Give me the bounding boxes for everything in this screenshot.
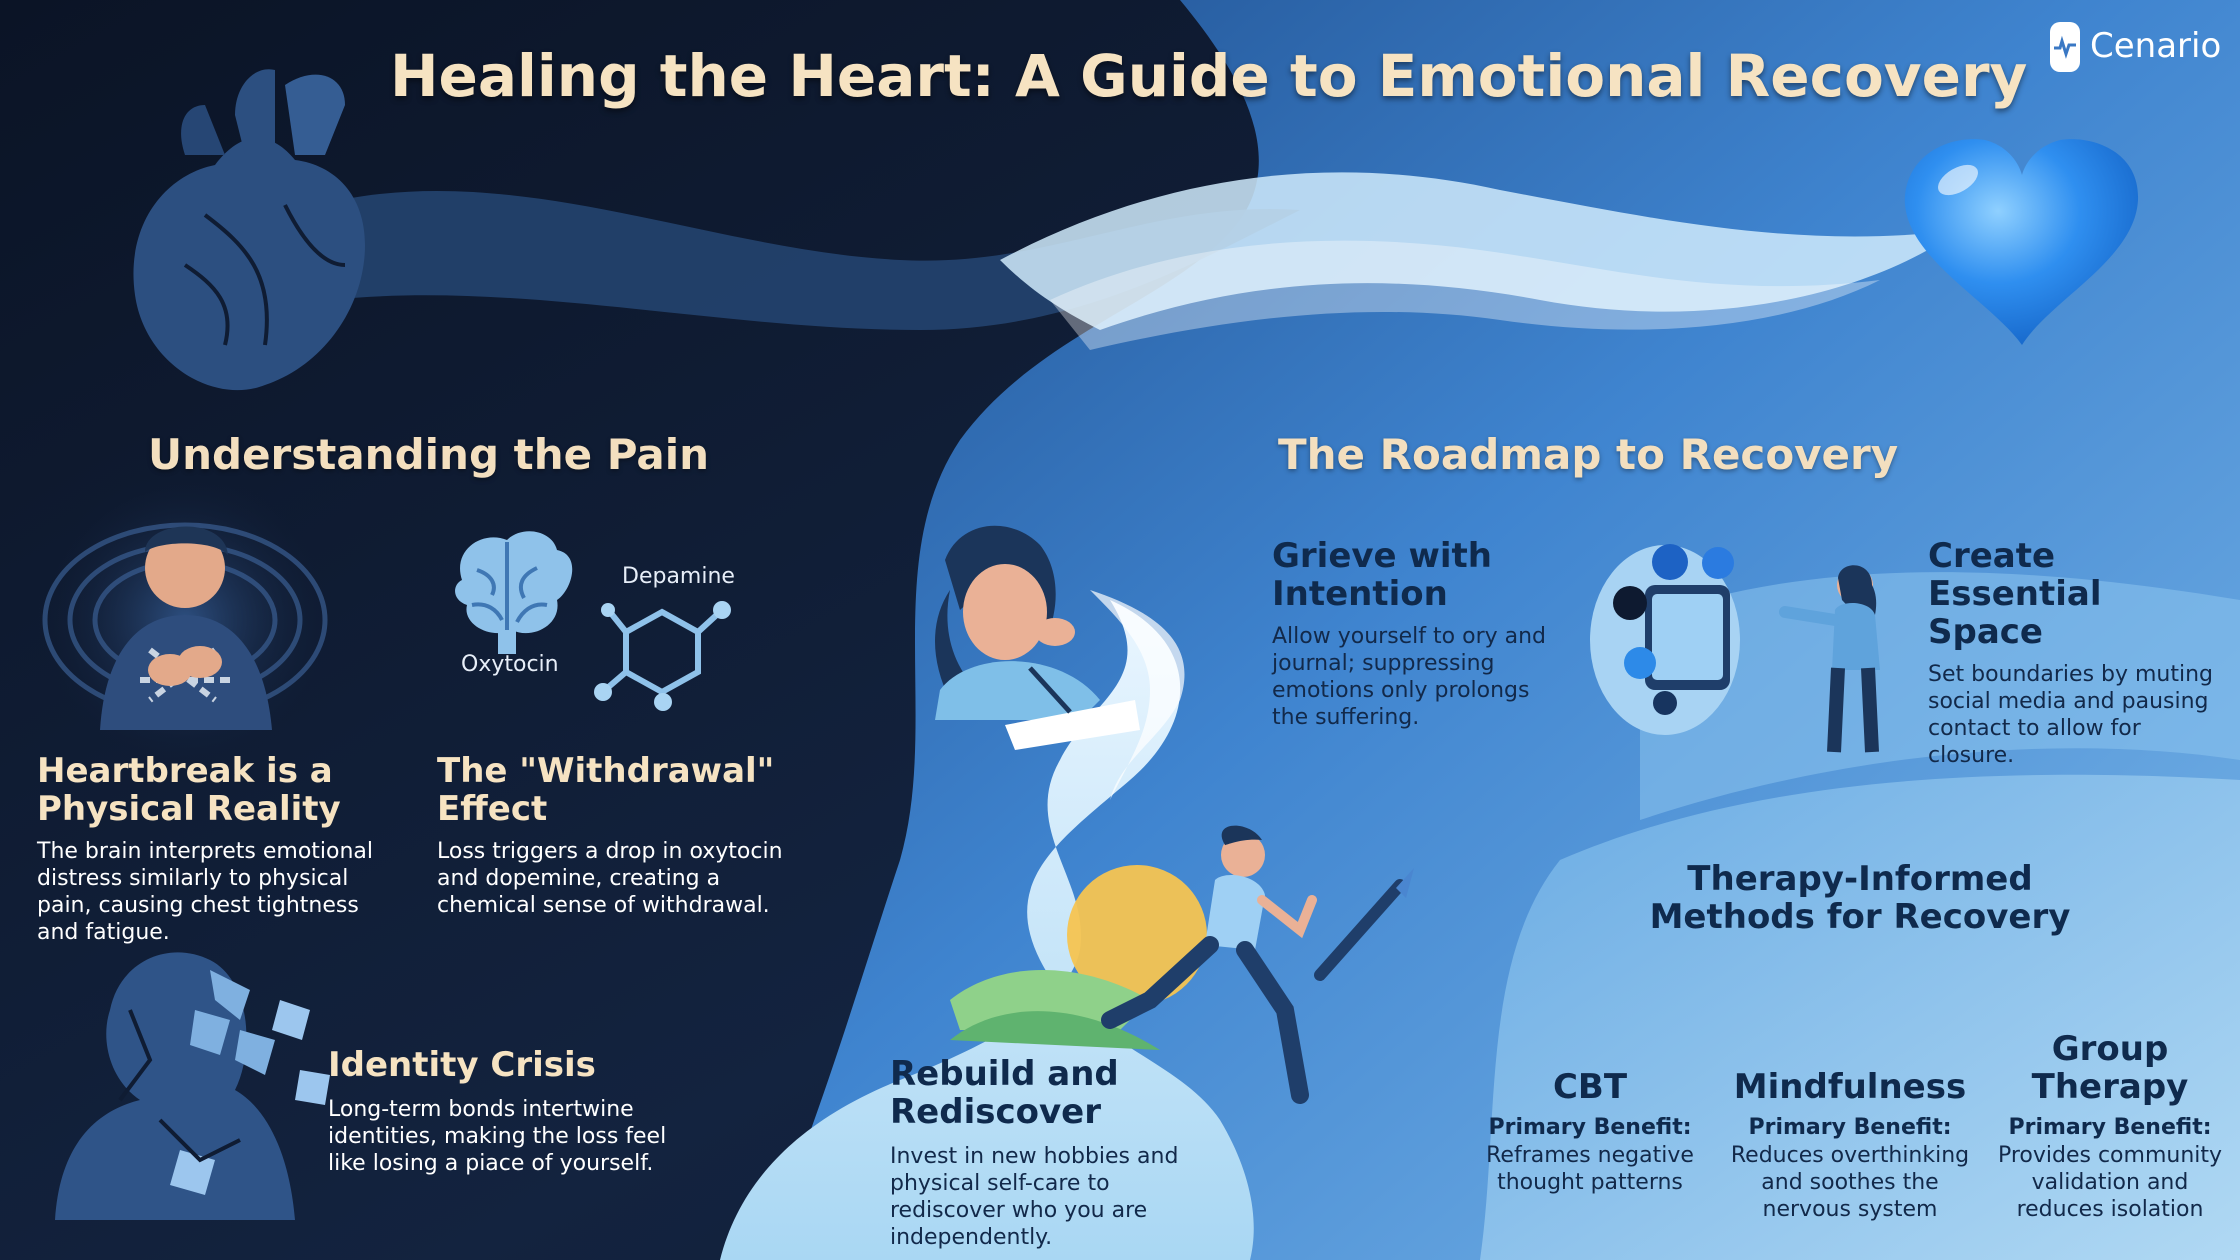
- pain-section-title: Understanding the Pain: [148, 430, 710, 479]
- method-benefit-label: Primary Benefit:: [2008, 1115, 2212, 1140]
- anatomical-heart-icon: [133, 69, 365, 391]
- rebuild-card: Rebuild and Rediscover Invest in new hob…: [890, 1055, 1230, 1251]
- heartbreak-card: Heartbreak is a Physical Reality The bra…: [37, 752, 377, 946]
- rebuild-body: Invest in new hobbies and physical self-…: [890, 1144, 1179, 1250]
- space-body: Set boundaries by muting social media an…: [1928, 662, 2214, 768]
- heartbeat-icon: [2050, 22, 2080, 72]
- method-benefit: Reframes negative thought patterns: [1486, 1143, 1694, 1195]
- fragmented-head-illustration: [55, 952, 330, 1220]
- grieve-body: Allow yourself to ory and journal; suppr…: [1272, 624, 1547, 730]
- space-title: Create Essential Space: [1928, 536, 2102, 652]
- therapy-method-mindfulness: Mindfulness Primary Benefit: Reduces ove…: [1725, 1030, 1975, 1223]
- method-name: Mindfulness: [1733, 1067, 1967, 1107]
- space-card: Create Essential Space Set boundaries by…: [1928, 537, 2218, 769]
- therapy-method-group: Group Therapy Primary Benefit: Provides …: [1990, 1030, 2230, 1223]
- grieve-title: Grieve with Intention: [1272, 536, 1492, 614]
- brand-logo[interactable]: Cenario: [2050, 22, 2230, 72]
- crying-woman-illustration: [935, 525, 1140, 750]
- identity-body: Long-term bonds intertwine identities, m…: [328, 1097, 667, 1176]
- method-benefit: Reduces overthinking and soothes the ner…: [1730, 1143, 1970, 1222]
- dopamine-label: Depamine: [622, 564, 735, 589]
- withdrawal-body: Loss triggers a drop in oxytocin and dop…: [437, 839, 783, 918]
- running-woman-illustration: [950, 825, 1414, 1104]
- roadmap-section-title: The Roadmap to Recovery: [1278, 430, 1899, 479]
- rebuild-title: Rebuild and Rediscover: [890, 1054, 1119, 1132]
- therapy-title: Therapy-Informed Methods for Recovery: [1649, 859, 2071, 937]
- oxytocin-label: Oxytocin: [461, 652, 559, 677]
- method-benefit-label: Primary Benefit:: [1488, 1115, 1692, 1140]
- identity-title: Identity Crisis: [328, 1045, 596, 1085]
- standing-woman-illustration: [1779, 565, 1880, 753]
- withdrawal-card: The "Withdrawal" Effect Loss triggers a …: [437, 752, 787, 919]
- brain-illustration: [455, 531, 573, 654]
- method-name: CBT: [1552, 1067, 1628, 1107]
- identity-card: Identity Crisis Long-term bonds intertwi…: [328, 1046, 678, 1177]
- method-benefit: Provides community validation and reduce…: [1997, 1143, 2223, 1222]
- social-media-cluster-illustration: [1590, 544, 1740, 735]
- method-name: Group Therapy: [2031, 1029, 2189, 1107]
- withdrawal-title: The "Withdrawal" Effect: [437, 751, 775, 829]
- heartbreak-title: Heartbreak is a Physical Reality: [37, 751, 341, 829]
- heartbreak-body: The brain interprets emotional distress …: [37, 839, 374, 945]
- grieve-card: Grieve with Intention Allow yourself to …: [1272, 537, 1572, 731]
- method-benefit-label: Primary Benefit:: [1748, 1115, 1952, 1140]
- therapy-method-cbt: CBT Primary Benefit: Reframes negative t…: [1480, 1030, 1700, 1196]
- person-chained-illustration: [100, 526, 272, 730]
- page-title: Healing the Heart: A Guide to Emotional …: [390, 42, 2028, 110]
- brand-name: Cenario: [2090, 26, 2222, 66]
